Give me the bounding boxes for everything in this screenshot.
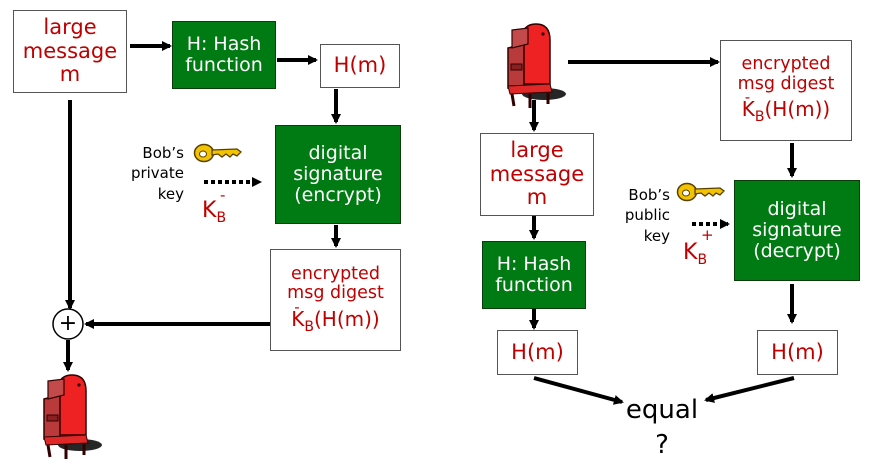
- key-sup: -: [220, 186, 226, 204]
- hash-output-left-text: H(m): [511, 339, 564, 364]
- arrow-left-hm-to-equal: [533, 376, 624, 405]
- digest-line-2: msg digest: [287, 283, 384, 304]
- receiver-message-box: large message m: [480, 133, 594, 216]
- sender-key-label: Bob’s private key: [110, 143, 184, 204]
- receiver-mailbox-icon: [507, 23, 566, 108]
- receiver-key-label: Bob’s public key: [596, 185, 670, 246]
- key-label-line-3: key: [643, 226, 670, 245]
- key-base: K: [683, 240, 698, 265]
- receiver-hash-function-box: H: Hash function: [482, 241, 586, 309]
- digest-formula: KB-(H(m)): [741, 89, 831, 126]
- combine-circle: [52, 308, 84, 340]
- signature-line-3: (decrypt): [753, 240, 841, 263]
- signature-line-1: digital: [308, 141, 368, 164]
- digest-formula: KB-(H(m)): [291, 298, 380, 336]
- sender-encrypted-digest-box: encrypted msg digest KB-(H(m)): [270, 249, 401, 351]
- message-line-1: large: [510, 138, 564, 163]
- formula-sub: B: [754, 109, 765, 126]
- formula-sub: B: [304, 318, 314, 335]
- sender-hash-output-box: H(m): [320, 44, 400, 88]
- private-key-icon: [193, 143, 242, 163]
- formula-base: K: [291, 306, 305, 331]
- sender-message-box: large message m: [13, 10, 127, 93]
- digest-line-1: encrypted: [741, 54, 831, 75]
- formula-tail: (H(m)): [764, 97, 831, 122]
- key-base: K: [202, 198, 217, 223]
- hash-output-text: H(m): [333, 53, 387, 78]
- message-line-3: m: [526, 185, 548, 210]
- key-label-line-2: public: [624, 206, 670, 225]
- key-label-line-3: key: [157, 184, 184, 203]
- arrow-right-hm-to-equal: [704, 376, 795, 403]
- sender-key-symbol: KB -: [202, 186, 227, 226]
- receiver-hash-output-left-box: H(m): [497, 330, 578, 375]
- key-label-line-2: private: [130, 164, 184, 183]
- signature-line-1: digital: [767, 197, 827, 220]
- receiver-encrypted-digest-box: encrypted msg digest KB-(H(m)): [720, 40, 852, 141]
- receiver-signature-decrypt-box: digital signature (decrypt): [734, 180, 860, 281]
- key-sub: B: [697, 252, 708, 268]
- key-label-line-1: Bob’s: [142, 144, 184, 162]
- hash-line-1: H: Hash: [496, 252, 572, 275]
- signature-line-3: (encrypt): [294, 184, 382, 207]
- key-sup: +: [701, 226, 714, 244]
- key-sub: B: [216, 210, 227, 226]
- hash-line-2: function: [495, 274, 573, 296]
- message-line-1: large: [43, 15, 97, 40]
- combine-plus-symbol: +: [58, 311, 78, 336]
- message-line-2: message: [22, 38, 118, 63]
- digest-line-1: encrypted: [291, 263, 380, 284]
- key-label-line-1: Bob’s: [628, 186, 670, 204]
- formula-base: K: [741, 97, 755, 122]
- receiver-key-symbol: KB +: [683, 226, 714, 268]
- digest-line-2: msg digest: [737, 73, 835, 94]
- sender-mailbox-icon: [43, 374, 102, 459]
- equal-text: equal: [625, 395, 699, 425]
- sender-hash-function-box: H: Hash function: [172, 21, 276, 89]
- public-key-icon: [676, 182, 725, 202]
- signature-line-2: signature: [752, 218, 842, 241]
- question-mark: ?: [655, 430, 669, 461]
- hash-line-1: H: Hash: [186, 32, 262, 55]
- equality-check-label: equal ?: [614, 393, 710, 463]
- message-line-2: message: [489, 161, 585, 186]
- formula-sup: -: [744, 88, 751, 107]
- formula-tail: (H(m)): [314, 306, 380, 331]
- signature-line-2: signature: [293, 162, 383, 185]
- receiver-hash-output-right-box: H(m): [757, 330, 838, 375]
- hash-line-2: function: [185, 54, 263, 76]
- hash-output-right-text: H(m): [771, 339, 824, 364]
- formula-sup: -: [294, 297, 300, 316]
- sender-signature-encrypt-box: digital signature (encrypt): [275, 125, 401, 224]
- message-line-3: m: [59, 62, 81, 87]
